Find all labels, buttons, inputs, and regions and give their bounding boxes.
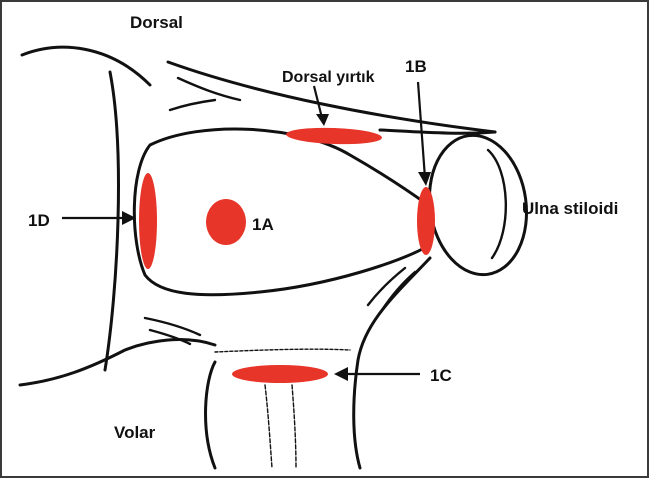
lesion-1d: [139, 173, 157, 269]
label-volar: Volar: [114, 423, 156, 442]
label-1a: 1A: [252, 215, 274, 234]
lesion-dorsal-tear: [286, 126, 382, 145]
lesion-1c: [232, 365, 328, 383]
volar-capsule-dashed: [215, 349, 350, 352]
arrow-1b: [418, 82, 425, 178]
lesion-1a: [206, 199, 246, 245]
ulna-styloid-outline: [421, 129, 536, 281]
label-1d: 1D: [28, 211, 50, 230]
lesion-1b: [417, 187, 435, 255]
label-dorsal: Dorsal: [130, 13, 183, 32]
ulna-styloid-inner-contour: [488, 150, 506, 258]
arrowhead-1c: [334, 367, 348, 381]
articular-disc-outline: [134, 129, 430, 295]
label-1c: 1C: [430, 366, 452, 385]
dorsal-ligament-fragment-2: [170, 100, 215, 110]
ulna-lower-contour: [354, 258, 430, 468]
volar-outer-contour: [20, 340, 215, 385]
dorsal-outer-contour: [22, 47, 150, 85]
label-dorsal-tear: Dorsal yırtık: [282, 69, 375, 86]
arrowhead-dorsal-tear: [316, 114, 329, 126]
volar-stalk-dashed-2: [292, 385, 296, 468]
volar-lower-contour: [206, 362, 215, 468]
radius-boundary: [105, 72, 118, 370]
label-1b: 1B: [405, 57, 427, 76]
volar-fragment-1: [145, 318, 200, 335]
label-ulna-styloid: Ulna stiloidi: [522, 199, 618, 218]
volar-stalk-dashed-1: [265, 385, 272, 468]
